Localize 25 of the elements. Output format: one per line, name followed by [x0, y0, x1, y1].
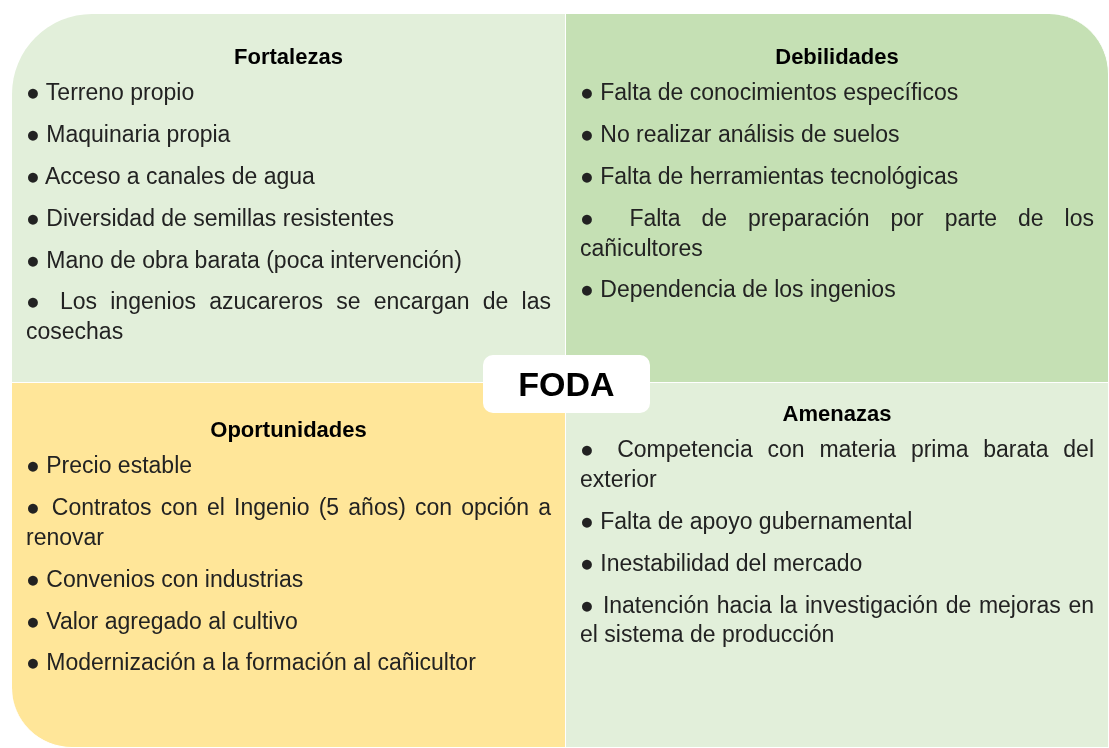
- bullet-item: ● Falta de herramientas tecnológicas: [580, 161, 960, 191]
- center-title: FODA: [483, 355, 650, 413]
- bullet-item: ● Precio estable: [26, 451, 194, 480]
- bullet-item: ● Mano de obra barata (poca intervención): [26, 245, 463, 275]
- bullet-item: ● Dependencia de los ingenios: [580, 275, 897, 305]
- bullet-item: ● Inestabilidad del mercado: [580, 548, 864, 578]
- bullet-item: ● Terreno propio: [26, 78, 196, 107]
- quadrant-heading: Oportunidades: [209, 417, 368, 443]
- bullet-item: ● No realizar análisis de suelos: [580, 119, 901, 149]
- bullet-item: ● Maquinaria propia: [26, 119, 232, 149]
- bullet-item: ● Los ingenios azucareros se encargan de las cosechas: [26, 287, 551, 347]
- quadrant-heading: Debilidades: [774, 44, 900, 70]
- bullet-item: ● Contratos con el Ingenio (5 años) con opción a renovar: [26, 492, 551, 552]
- quadrant-heading: Amenazas: [781, 401, 893, 427]
- bullet-item: ● Falta de preparación por parte de los cañicultores: [580, 203, 1094, 263]
- bullet-item: ● Convenios con industrias: [26, 564, 305, 594]
- bullet-item: ● Diversidad de semillas resistentes: [26, 203, 395, 233]
- bullet-item: ● Falta de apoyo gubernamental: [580, 506, 914, 536]
- bullet-item: ● Competencia con materia prima barata del exterior: [580, 435, 1094, 494]
- bullet-item: ● Inatención hacia la investigación de mejoras en el sistema de producción: [580, 590, 1094, 650]
- bullet-item: ● Modernización a la formación al cañicultor: [26, 648, 477, 678]
- bullet-item: ● Falta de conocimientos específicos: [580, 78, 960, 107]
- bullet-item: ● Valor agregado al cultivo: [26, 606, 299, 636]
- bullet-item: ● Acceso a canales de agua: [26, 161, 316, 191]
- quadrant-heading: Fortalezas: [233, 44, 344, 70]
